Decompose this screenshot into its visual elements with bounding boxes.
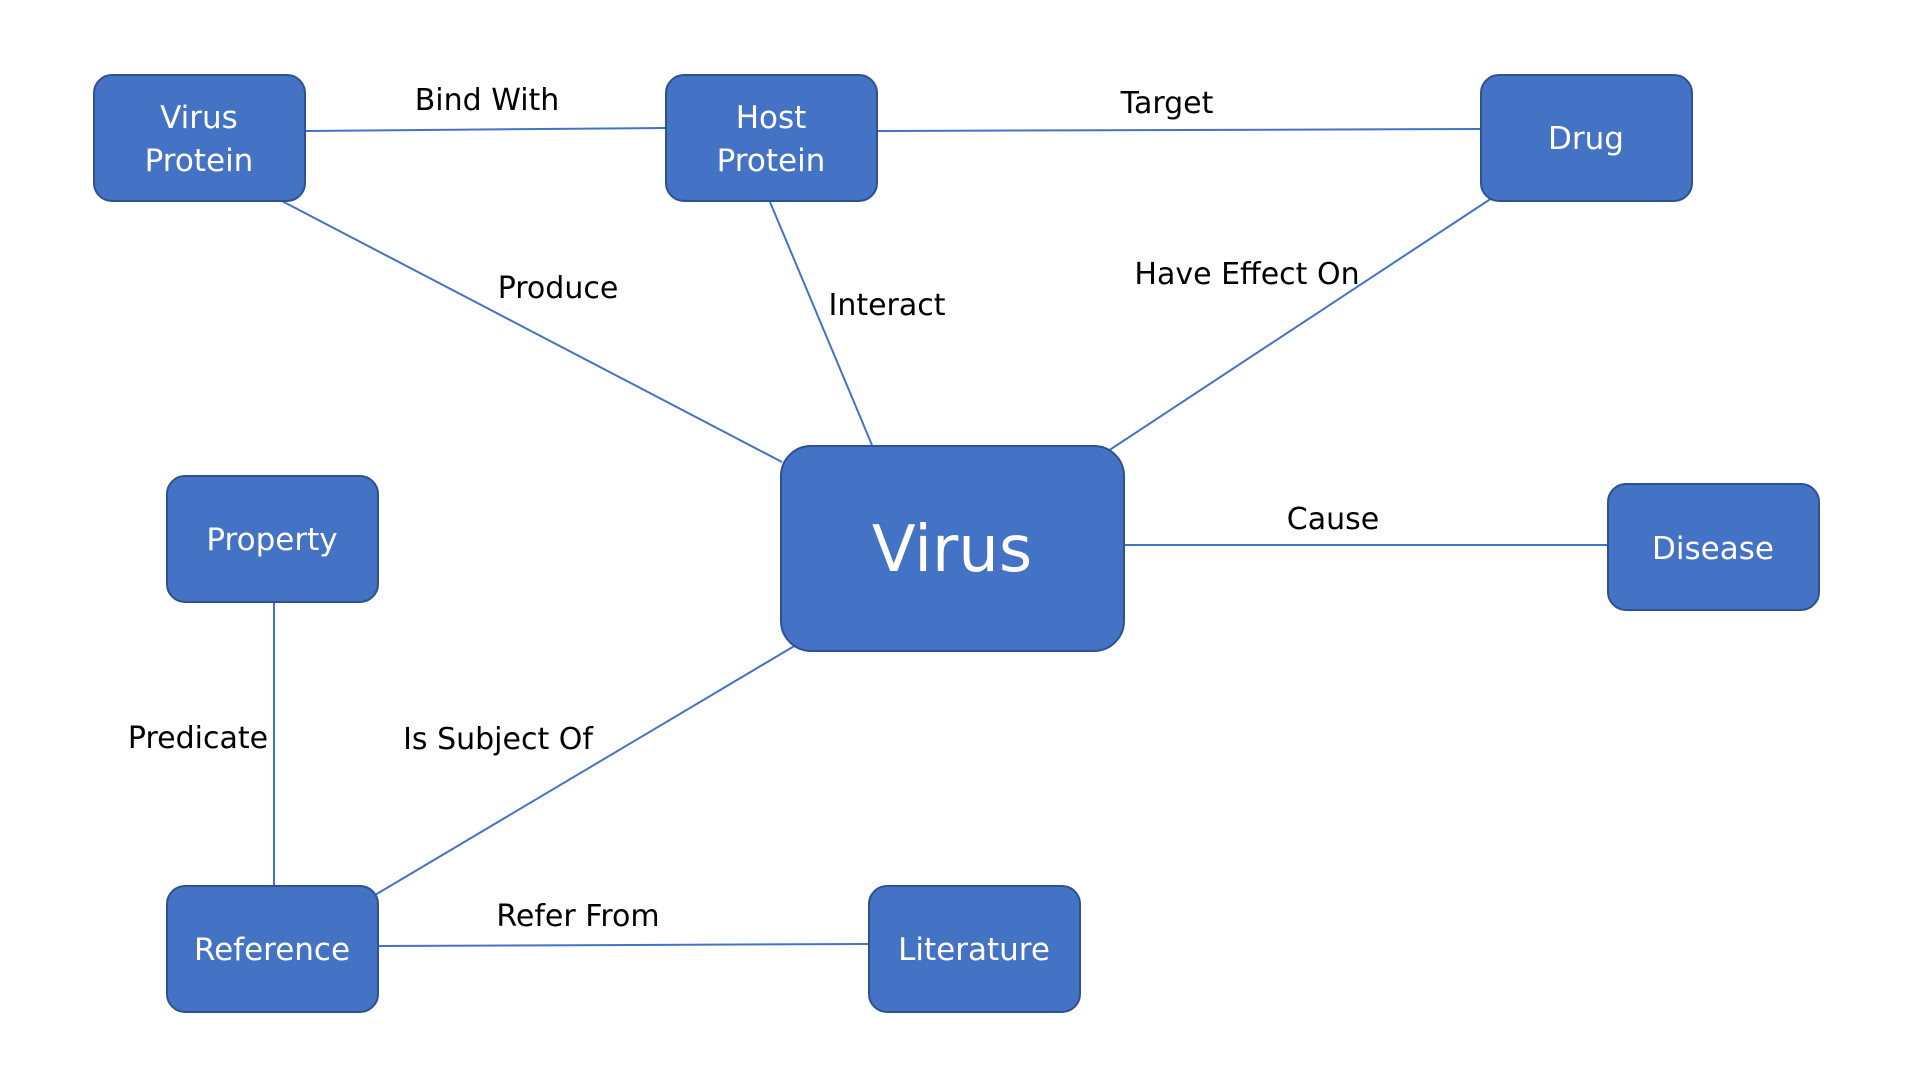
edge-label-is-subject-of: Is Subject Of	[403, 722, 594, 757]
node-label: Literature	[898, 932, 1050, 968]
edge-line	[1107, 197, 1493, 452]
edge-line	[304, 127, 666, 132]
edge-line	[279, 199, 783, 463]
node-label-line-2: Protein	[717, 143, 826, 179]
node-disease: Disease	[1607, 483, 1820, 611]
node-virus-protein: Virus Protein	[93, 74, 306, 202]
edge-label-have-effect-on: Have Effect On	[1134, 257, 1359, 292]
edge-line	[877, 128, 1481, 132]
edge-is-subject-of: Is Subject Of	[374, 644, 797, 896]
edge-label-predicate: Predicate	[128, 721, 268, 756]
edge-produce: Produce	[279, 199, 783, 463]
node-label: Property	[206, 522, 337, 558]
node-label: Drug	[1548, 121, 1624, 157]
edge-label-cause: Cause	[1287, 502, 1379, 537]
node-box	[1607, 483, 1820, 611]
node-box	[166, 885, 379, 1013]
node-property: Property	[166, 475, 379, 603]
node-box	[93, 74, 306, 202]
edge-line	[769, 201, 873, 446]
node-box	[665, 74, 878, 202]
edge-have-effect-on: Have Effect On	[1107, 197, 1493, 452]
edge-bind-with: Bind With	[304, 83, 666, 132]
node-box	[868, 885, 1081, 1013]
edge-target: Target	[877, 86, 1481, 132]
node-label-line-1: Host	[736, 100, 807, 136]
edge-line	[377, 943, 869, 947]
node-label: Virus	[872, 513, 1032, 587]
node-box	[780, 445, 1125, 652]
node-label-line-1: Virus	[160, 100, 238, 136]
edge-label-bind-with: Bind With	[415, 83, 560, 118]
node-label: Reference	[194, 932, 350, 968]
edge-label-refer-from: Refer From	[496, 899, 659, 934]
edge-line	[374, 644, 797, 896]
node-literature: Literature	[868, 885, 1081, 1013]
node-drug: Drug	[1480, 74, 1693, 202]
edge-refer-from: Refer From	[377, 899, 869, 947]
edge-label-target: Target	[1120, 86, 1214, 121]
node-host-protein: Host Protein	[665, 74, 878, 202]
node-label: Disease	[1652, 531, 1774, 567]
edge-label-produce: Produce	[498, 271, 619, 306]
node-box	[166, 475, 379, 603]
node-virus: Virus	[780, 445, 1125, 652]
node-reference: Reference	[166, 885, 379, 1013]
edge-label-interact: Interact	[828, 288, 945, 323]
edge-predicate: Predicate	[128, 602, 275, 886]
node-label-line-2: Protein	[145, 143, 254, 179]
node-box	[1480, 74, 1693, 202]
edge-cause: Cause	[1125, 502, 1607, 546]
edge-interact: Interact	[769, 201, 946, 446]
